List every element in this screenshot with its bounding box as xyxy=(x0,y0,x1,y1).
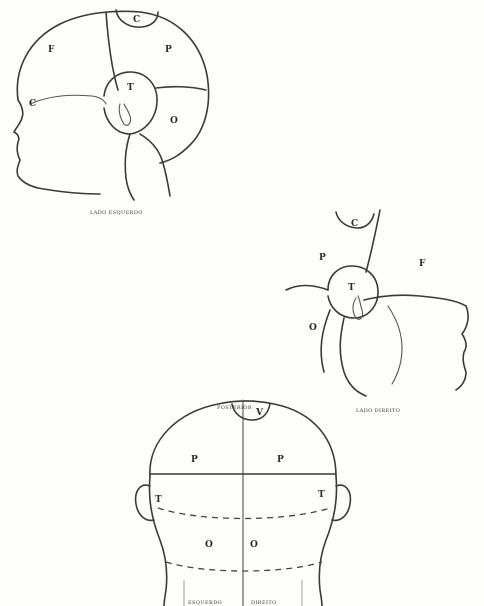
back-region-parietal-right: P xyxy=(277,455,284,465)
right-region-temporal: T xyxy=(348,283,355,293)
right-ear xyxy=(353,296,363,319)
back-left-ear xyxy=(136,485,154,520)
right-divider-vertical xyxy=(366,210,380,272)
left-neck-lower xyxy=(140,134,170,196)
right-occipital-lower xyxy=(340,318,366,396)
left-region-temporal: T xyxy=(127,83,134,93)
right-side-view: C P F T O LADO DIREITO xyxy=(286,210,468,414)
back-region-temporal-right: T xyxy=(318,490,325,500)
left-temporal-circle xyxy=(104,72,157,134)
left-region-frontal: F xyxy=(48,45,55,55)
right-region-occipital: O xyxy=(309,323,317,333)
right-region-coronal: C xyxy=(351,219,358,229)
right-region-frontal: F xyxy=(419,259,426,269)
right-jaw-line xyxy=(388,306,402,384)
back-region-occipital-right: O xyxy=(250,540,258,550)
right-back-curve xyxy=(286,286,328,291)
left-region-side: C xyxy=(29,99,36,109)
left-view-caption: LADO ESQUERDO xyxy=(90,210,143,216)
right-forehead-line xyxy=(364,295,466,306)
left-side-view: F C P T O C LADO ESQUERDO xyxy=(14,10,209,216)
back-region-vertex: V xyxy=(255,408,264,418)
back-view-bottom-left: ESQUERDO xyxy=(188,600,222,606)
left-face-profile xyxy=(14,100,100,194)
left-divider-horizontal xyxy=(156,87,206,90)
right-region-parietal: P xyxy=(319,253,326,263)
back-view: POSTERIOR V P P T T O O ESQUERDO DIREITO xyxy=(136,400,351,606)
back-region-parietal-left: P xyxy=(191,455,198,465)
right-view-caption: LADO DIREITO xyxy=(356,408,400,414)
back-dashed-lower xyxy=(166,562,322,571)
back-region-occipital-left: O xyxy=(205,540,213,550)
left-brow-line xyxy=(30,95,106,104)
left-region-coronal: C xyxy=(133,15,140,25)
right-occipital-arc xyxy=(321,310,330,372)
left-ear xyxy=(119,104,130,125)
left-neck-back xyxy=(125,134,134,200)
back-right-ear xyxy=(332,485,350,520)
left-region-parietal: P xyxy=(165,45,172,55)
right-face-profile xyxy=(456,306,468,390)
left-region-occipital: O xyxy=(170,116,178,126)
back-dashed-upper xyxy=(158,508,330,519)
back-region-temporal-left: T xyxy=(155,495,162,505)
back-view-bottom-right: DIREITO xyxy=(251,600,277,606)
